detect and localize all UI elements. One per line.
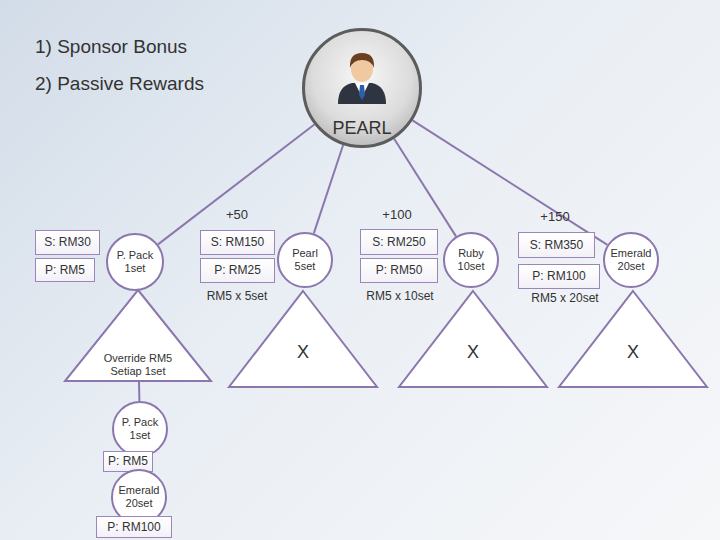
sponsor-box: S: RM150 (200, 230, 275, 255)
package-circle: Ruby 10set (443, 232, 499, 288)
circle-shape (113, 402, 167, 456)
node-text: Emerald 20set (115, 484, 163, 510)
triangle-shape (65, 290, 211, 381)
root-circle: PEARL (302, 28, 422, 148)
passive-box: P: RM5 (103, 451, 153, 472)
node-text: P. Pack 1set (118, 416, 162, 442)
node-text: S: RM150 (211, 235, 264, 249)
downline-triangle: X (398, 290, 548, 388)
face (351, 56, 373, 82)
passive-box: P: RM5 (35, 258, 95, 282)
node-text: P: RM100 (532, 269, 585, 283)
increment-label: +50 (177, 207, 297, 223)
sponsor-box: S: RM350 (518, 232, 595, 258)
circle-shape (304, 30, 421, 147)
passive-box: P: RM25 (200, 258, 275, 283)
node-text: P: RM25 (214, 263, 261, 277)
node-text: Override RM5 Setiap 1set (90, 352, 186, 378)
node-text: Emerald 20set (607, 247, 655, 273)
triangle-shape (229, 291, 377, 387)
package-circle: Pearl 5set (277, 232, 333, 288)
circle-shape (107, 234, 163, 290)
triangle-shape (399, 291, 547, 387)
person-icon (338, 53, 386, 104)
sponsor-box: S: RM30 (35, 230, 100, 255)
hair (350, 53, 374, 68)
list-item: 2) Passive Rewards (35, 73, 204, 96)
increment-label: +150 (495, 209, 615, 225)
sponsor-box: S: RM250 (360, 229, 438, 255)
increment-label: +100 (337, 207, 457, 223)
node-text: Pearl 5set (283, 247, 327, 273)
node-text: X (297, 342, 309, 364)
node-text: P: RM50 (376, 263, 423, 277)
connector-line (314, 145, 343, 233)
reward-label: RM5 x 10set (340, 289, 460, 303)
node-text: X (467, 342, 479, 364)
node-text: X (627, 342, 639, 364)
node-text: S: RM350 (530, 238, 583, 252)
tie (359, 85, 365, 100)
node-text: P: RM5 (108, 454, 148, 468)
downline-triangle: X (228, 290, 378, 388)
list-item: 1) Sponsor Bonus (35, 36, 187, 59)
node-text: S: RM250 (372, 235, 425, 249)
passive-box: P: RM50 (360, 258, 438, 283)
connector-line (138, 382, 140, 401)
downline-triangle: Override RM5 Setiap 1set (64, 289, 212, 382)
node-text: PEARL (332, 118, 391, 140)
circle-shape (444, 233, 498, 287)
triangle-shape (559, 291, 707, 387)
node-text: P: RM5 (45, 263, 85, 277)
node-text: Ruby 10set (449, 247, 493, 273)
node-text: P: RM100 (107, 520, 160, 534)
reward-label: RM5 x 5set (177, 289, 297, 303)
package-circle: P. Pack 1set (112, 401, 168, 457)
package-circle: P. Pack 1set (106, 233, 164, 291)
node-text: S: RM30 (44, 235, 91, 249)
package-circle: Emerald 20set (603, 232, 659, 288)
connector-line (158, 125, 314, 245)
circle-shape (278, 233, 332, 287)
triangle-outline (228, 290, 378, 388)
reward-label: RM5 x 20set (505, 291, 625, 305)
triangle-outline (398, 290, 548, 388)
passive-box: P: RM100 (518, 264, 600, 289)
connector-line (413, 120, 608, 245)
suit (338, 83, 386, 104)
shirt (355, 83, 369, 97)
circle-shape (604, 233, 658, 287)
node-text: P. Pack 1set (112, 249, 158, 275)
passive-box: P: RM100 (96, 516, 172, 538)
